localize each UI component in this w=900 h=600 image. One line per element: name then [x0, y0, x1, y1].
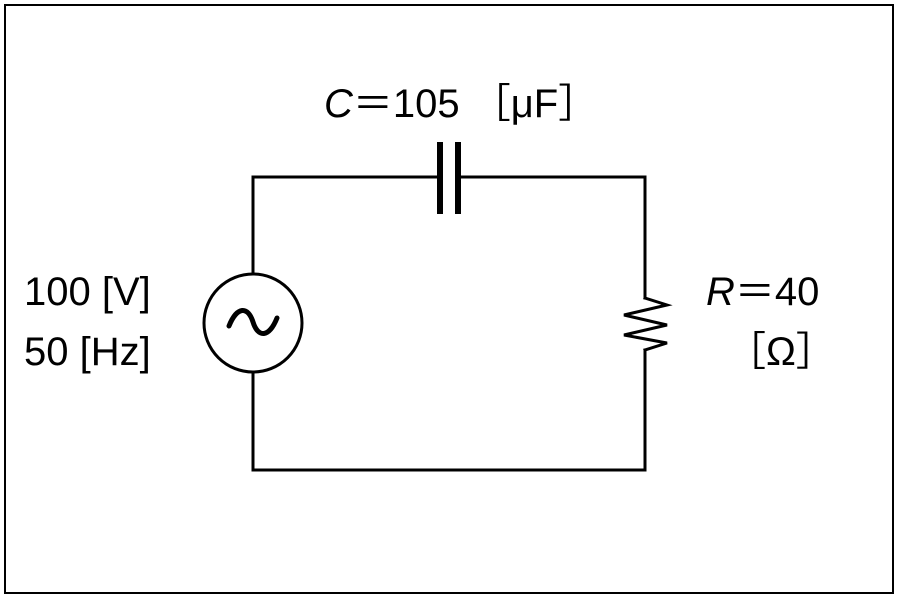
resistor-symbol: R — [706, 270, 735, 314]
capacitor-value: ＝105 ［μF］ — [352, 82, 599, 126]
resistor-zigzag — [623, 296, 673, 352]
resistor-value: ＝40 — [734, 270, 820, 314]
source-frequency: 50 [Hz] — [24, 330, 151, 374]
capacitor-label: C＝105 ［μF］ — [324, 84, 598, 124]
ac-source-circle — [202, 272, 304, 374]
sine-wave-icon — [226, 308, 280, 336]
capacitor-symbol: C — [324, 82, 353, 126]
source-voltage: 100 [V] — [24, 270, 151, 314]
resistor-unit: ［Ω］ — [726, 330, 836, 374]
resistor-label: R＝40 — [706, 272, 819, 312]
diagram-border — [4, 4, 894, 594]
